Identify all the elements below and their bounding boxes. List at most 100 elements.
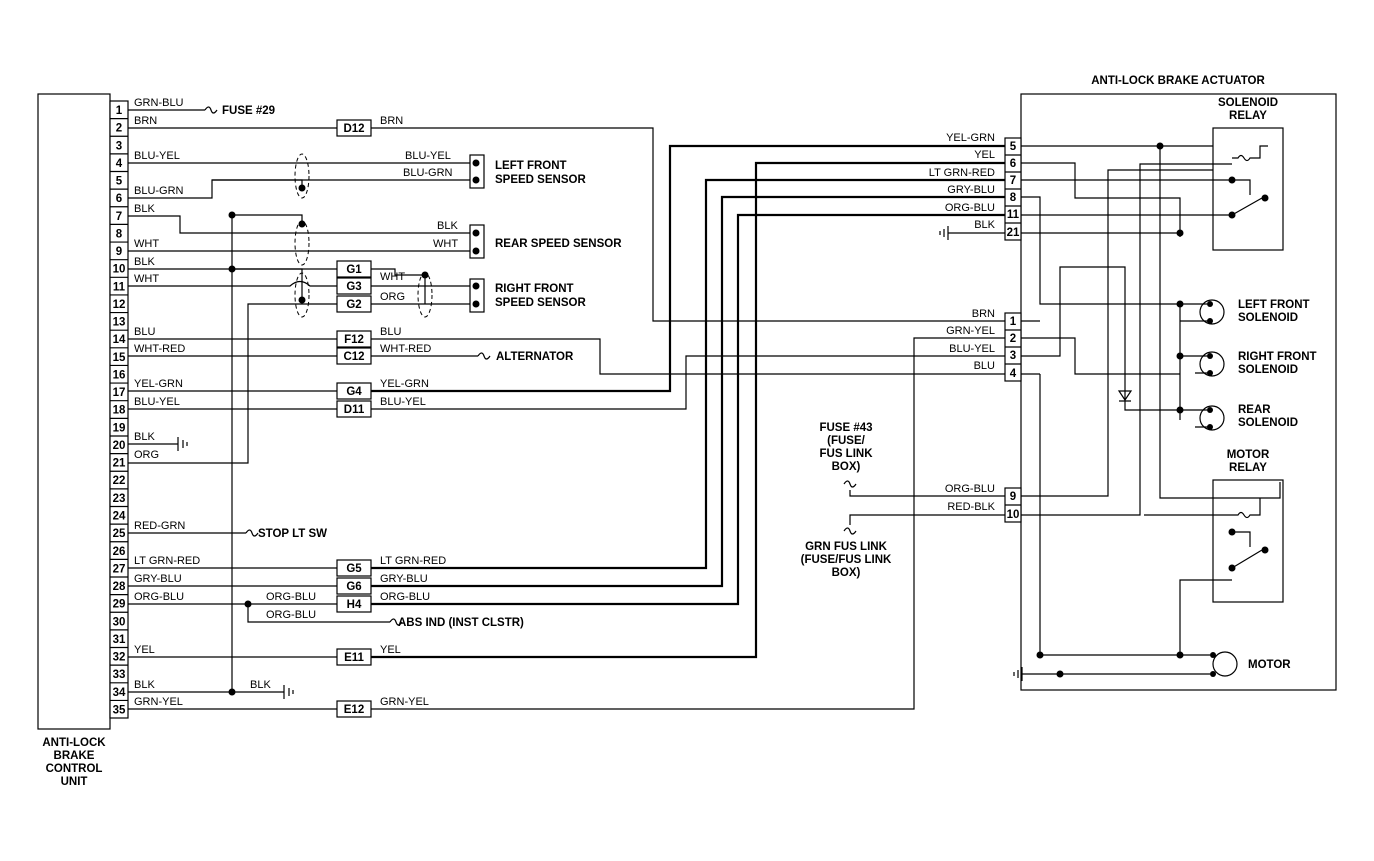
actuator-wire-label: YEL — [974, 149, 995, 161]
pin-number: 26 — [113, 546, 126, 558]
wire-label: GRY-BLU — [380, 573, 428, 585]
wire-label: BLU-GRN — [134, 185, 184, 197]
actuator-body — [1020, 93, 1337, 691]
wire-f12 — [371, 338, 1005, 375]
relay-terminal — [1228, 211, 1236, 219]
shield-3 — [294, 272, 310, 318]
connector-g2 — [336, 295, 372, 313]
connector-g2-label: G2 — [346, 299, 361, 311]
pin-number: 25 — [113, 528, 126, 540]
relay-terminal — [1228, 528, 1236, 536]
motor-relay-label-1: MOTOR — [1227, 449, 1270, 461]
pin-number: 1 — [116, 105, 123, 117]
wire-label: BLK — [134, 203, 155, 215]
wire-p29-abs — [247, 604, 390, 623]
actuator-wire-label: LT GRN-RED — [929, 167, 995, 179]
pin-number: 17 — [113, 387, 126, 399]
actuator-wire-label: BLU-YEL — [949, 343, 995, 355]
fuse43-icon — [843, 480, 857, 488]
motor-icon — [1212, 651, 1238, 677]
wire-e12 — [371, 337, 1005, 710]
splice — [1176, 229, 1184, 237]
control-unit-label-4: UNIT — [61, 776, 88, 788]
actuator-pin: 5 — [1010, 141, 1017, 153]
alternator-label: ALTERNATOR — [496, 351, 574, 363]
actuator-wire-label: BLU — [974, 360, 995, 372]
stop-lt-sw-icon — [245, 529, 259, 537]
wire-label: ORG — [134, 449, 159, 461]
pin-number: 32 — [113, 652, 126, 664]
wire-p11 — [128, 280, 337, 287]
wire-label: ORG-BLU — [266, 591, 316, 603]
fuse43-label-1: FUSE #43 — [819, 422, 872, 434]
wire-p6-shield — [212, 179, 303, 188]
splice — [1156, 142, 1164, 150]
rear-solenoid-label-2: SOLENOID — [1238, 417, 1298, 429]
internal-a6 — [1021, 162, 1181, 237]
wire-grn-fus — [849, 514, 1005, 525]
left-front-solenoid-label-1: LEFT FRONT — [1238, 299, 1310, 311]
wire-label: BLU — [134, 326, 155, 338]
rear-sensor-label: REAR SPEED SENSOR — [495, 238, 622, 250]
wire-e11 — [371, 161, 1005, 659]
wire-label: BLU-YEL — [380, 396, 426, 408]
diode-icon — [1117, 390, 1133, 402]
solenoid-icon — [1199, 299, 1225, 325]
wire-p2-to-a1 — [371, 127, 1005, 322]
wire-label: YEL — [134, 644, 155, 656]
solenoid-leads — [1180, 303, 1210, 428]
connector-e11 — [336, 648, 372, 666]
ground-symbols — [177, 226, 1023, 699]
connector-g4 — [336, 382, 372, 400]
control-unit-label-2: BRAKE — [54, 750, 95, 762]
wire-label: ORG-BLU — [266, 609, 316, 621]
wire-g1 — [371, 268, 425, 276]
solenoid-terminal — [1207, 353, 1213, 359]
connector-d12-label: D12 — [343, 123, 364, 135]
pin-number: 6 — [116, 193, 122, 205]
wire-label: WHT — [134, 273, 159, 285]
actuator: ANTI-LOCK BRAKE ACTUATOR 5 6 7 8 11 21 1… — [929, 75, 1337, 691]
wire-label: RED-GRN — [134, 520, 185, 532]
pin-number: 2 — [116, 123, 122, 135]
pin-number: 16 — [113, 369, 126, 381]
connector-g6 — [336, 577, 372, 595]
ground-icon — [939, 226, 949, 240]
pin-number: 8 — [116, 228, 123, 240]
ground-bus-p10 — [232, 268, 303, 300]
pin-number: 13 — [113, 317, 126, 329]
pin-number: 24 — [113, 510, 126, 522]
pin-number: 18 — [113, 405, 126, 417]
pin-number: 11 — [113, 281, 126, 293]
actuator-pin: 7 — [1010, 175, 1016, 187]
pin-number: 28 — [113, 581, 126, 593]
solenoid-terminal — [1207, 407, 1213, 413]
splice — [298, 220, 306, 228]
wire-p6 — [128, 179, 470, 199]
solenoid-relay-label-1: SOLENOID — [1218, 97, 1278, 109]
wire-label: WHT — [380, 271, 405, 283]
internal-a3 — [1021, 266, 1180, 411]
wire-label: BLK — [134, 256, 155, 268]
splice — [298, 184, 306, 192]
pin-rows: 1234567891011121314151617181920212223242… — [110, 105, 128, 716]
fuse43-label-3: FUS LINK — [819, 448, 873, 460]
actuator-pin: 3 — [1010, 350, 1016, 362]
solenoid-relay — [1212, 127, 1284, 251]
pin-number: 21 — [113, 458, 126, 470]
wires — [128, 109, 1005, 710]
actuator-pin: 2 — [1010, 333, 1016, 345]
actuator-wire-label: RED-BLK — [947, 501, 995, 513]
motor-relay-label-2: RELAY — [1229, 462, 1267, 474]
connector-d11-label: D11 — [344, 404, 365, 416]
actuator-pin: 4 — [1010, 368, 1017, 380]
wire-label: ORG — [380, 291, 405, 303]
splice — [1176, 651, 1184, 659]
terminal — [472, 159, 480, 167]
motor: MOTOR — [1210, 651, 1291, 677]
actuator-pin: 1 — [1010, 316, 1017, 328]
actuator-title: ANTI-LOCK BRAKE ACTUATOR — [1091, 75, 1265, 87]
actuator-pin: 6 — [1010, 158, 1016, 170]
splice — [1036, 651, 1044, 659]
